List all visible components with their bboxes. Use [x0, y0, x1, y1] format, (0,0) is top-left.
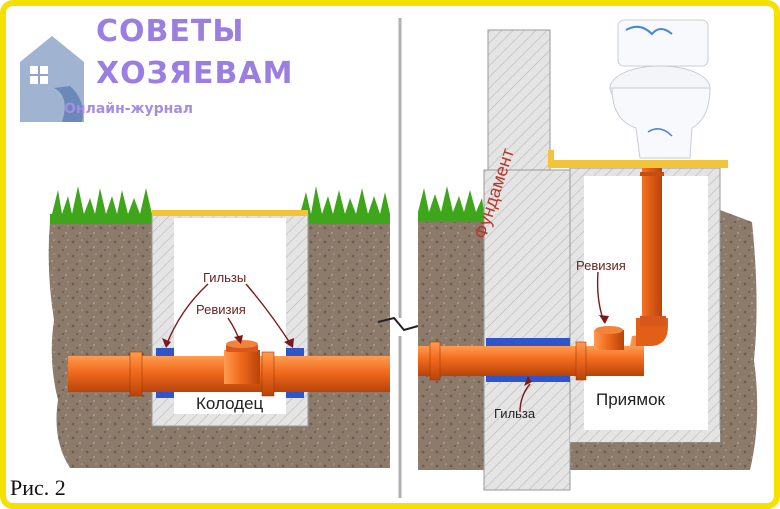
- logo-title-line2: ХОЗЯЕВАМ: [96, 56, 294, 91]
- arrow-heads: [162, 315, 609, 386]
- label-sleeves: Гильзы: [203, 270, 247, 285]
- toilet-icon: [609, 19, 711, 159]
- grass-right: [418, 186, 484, 222]
- sleeve-left-3: [156, 390, 174, 398]
- label-pit: Приямок: [596, 390, 665, 409]
- break-line: [377, 18, 419, 498]
- logo-title-line1: СОВЕТЫ: [96, 14, 245, 49]
- label-well: Колодец: [196, 394, 264, 413]
- label-revision-right: Ревизия: [576, 258, 626, 273]
- figure-caption: Рис. 2: [10, 475, 66, 500]
- pipe-left: [68, 340, 390, 397]
- well-lid: [152, 210, 308, 216]
- logo-subtitle: Онлайн-журнал: [64, 101, 194, 117]
- house-icon: [20, 36, 84, 122]
- sleeve-left-2: [286, 348, 304, 356]
- label-sleeve: Гильза: [494, 406, 536, 421]
- floor-board: [550, 160, 728, 168]
- sleeve-left-4: [286, 390, 304, 398]
- sleeve-right-top: [486, 338, 570, 346]
- label-revision-left: Ревизия: [196, 302, 246, 317]
- sleeve-left-1: [156, 348, 174, 356]
- pipe-right: [418, 168, 668, 381]
